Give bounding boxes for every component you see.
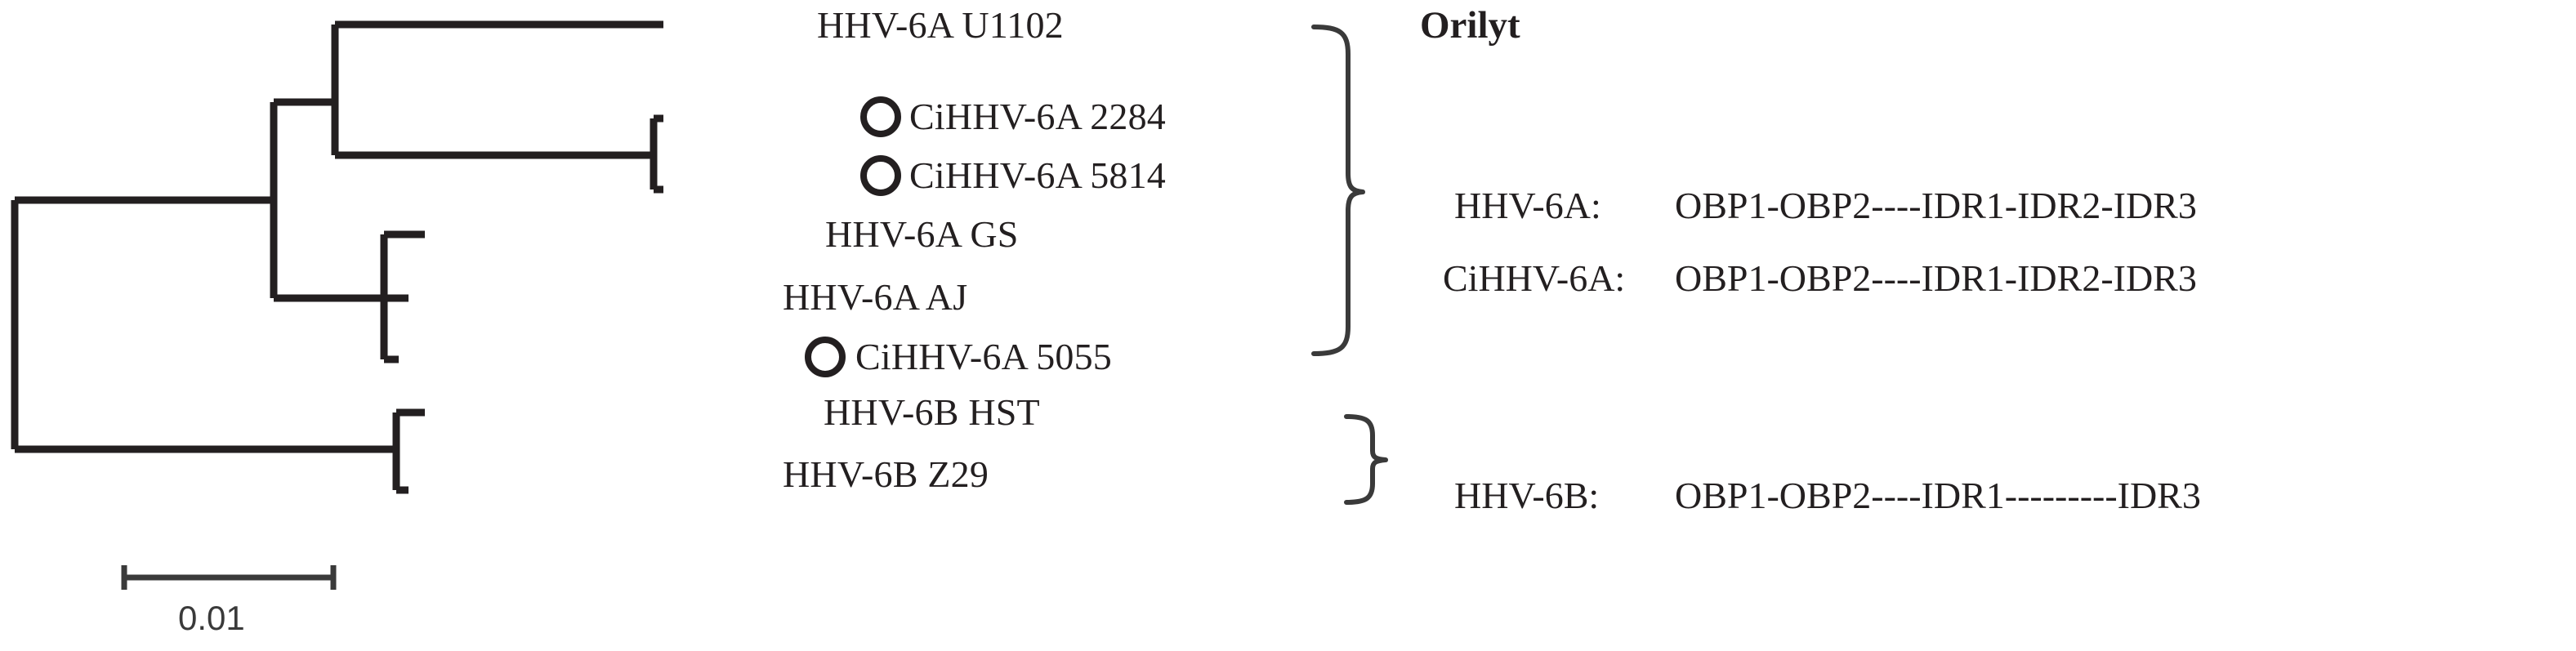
annotation-row-hhv6a: HHV-6A: OBP1-OBP2----IDR1-IDR2-IDR3: [1417, 149, 2197, 262]
annotation-row-cihhv6a-name: CiHHV-6A:: [1443, 257, 1626, 299]
annotation-row-cihhv6a-structure: OBP1-OBP2----IDR1-IDR2-IDR3: [1675, 257, 2197, 299]
annotation-row-cihhv6a: CiHHV-6A: OBP1-OBP2----IDR1-IDR2-IDR3: [1405, 222, 2197, 335]
annotation-row-hhv6b: HHV-6B: OBP1-OBP2----IDR1---------IDR3: [1417, 439, 2201, 552]
annotation-row-hhv6a-name: HHV-6A:: [1454, 185, 1601, 226]
annotation-row-hhv6b-structure: OBP1-OBP2----IDR1---------IDR3: [1675, 475, 2201, 516]
brace-hhv6a-group: [1311, 25, 1365, 356]
tip-label-cihhv6a-5055: CiHHV-6A 5055: [855, 336, 1112, 377]
tip-label-cihhv6a-5814: CiHHV-6A 5814: [909, 154, 1166, 196]
ci-marker-5055-icon: [805, 337, 846, 377]
tip-label-cihhv6a-2284: CiHHV-6A 2284: [909, 96, 1166, 137]
tip-label-hhv6b-hst: HHV-6B HST: [824, 391, 1040, 433]
tip-label-hhv6a-gs: HHV-6A GS: [825, 213, 1019, 255]
scale-bar-label: 0.01: [178, 599, 245, 637]
brace-hhv6b-group: [1344, 414, 1388, 505]
ci-marker-2284-icon: [860, 96, 901, 137]
tip-label-hhv6a-aj: HHV-6A AJ: [783, 276, 968, 318]
ci-marker-5814-icon: [860, 155, 901, 196]
annotation-row-hhv6b-name: HHV-6B:: [1454, 475, 1600, 516]
annotation-row-hhv6a-structure: OBP1-OBP2----IDR1-IDR2-IDR3: [1675, 185, 2197, 226]
tip-label-hhv6b-z29: HHV-6B Z29: [783, 453, 989, 495]
annotation-title-orilyt: Orilyt: [1420, 4, 1520, 47]
tip-label-hhv6a-u1102: HHV-6A U1102: [817, 4, 1064, 46]
